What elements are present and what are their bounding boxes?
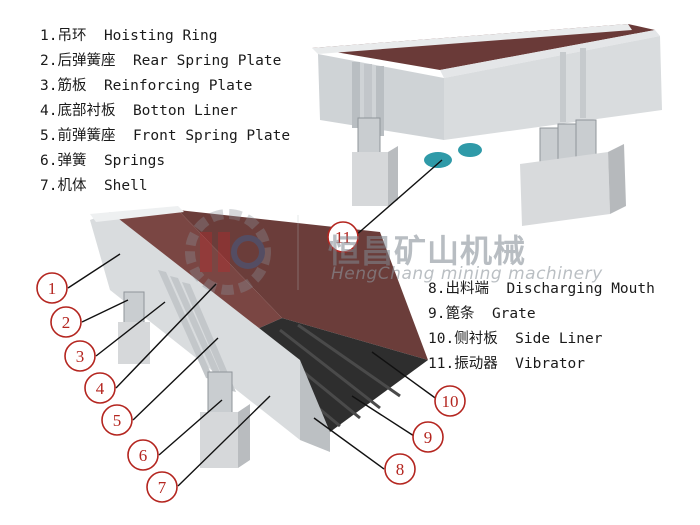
watermark-en: HengChang mining machinery (331, 264, 603, 284)
part-item-1: 1.吊环 Hoisting Ring (40, 28, 218, 44)
callout-9: 9 (412, 421, 444, 453)
svg-text:5: 5 (113, 411, 122, 430)
part-item-10: 10.侧衬板 Side Liner (428, 331, 603, 347)
part-item-7: 7.机体 Shell (40, 178, 148, 194)
part-item-2: 2.后弹簧座 Rear Spring Plate (40, 53, 282, 69)
callout-1: 1 (36, 272, 68, 304)
callout-2: 2 (50, 306, 82, 338)
callout-11: 11 (327, 221, 359, 253)
svg-text:11: 11 (335, 228, 351, 247)
part-item-8: 8.出料端 Discharging Mouth (428, 281, 655, 297)
watermark-cn: 恒昌矿山机械 (328, 232, 527, 270)
callout-4: 4 (84, 372, 116, 404)
callout-3: 3 (64, 340, 96, 372)
svg-text:1: 1 (48, 279, 57, 298)
svg-text:4: 4 (96, 379, 105, 398)
part-item-3: 3.筋板 Reinforcing Plate (40, 78, 253, 94)
part-item-5: 5.前弹簧座 Front Spring Plate (40, 128, 291, 144)
svg-text:2: 2 (62, 313, 71, 332)
callout-10: 10 (434, 385, 466, 417)
svg-text:8: 8 (396, 460, 405, 479)
part-item-6: 6.弹簧 Springs (40, 153, 166, 169)
svg-text:3: 3 (76, 347, 85, 366)
callout-circles: 1 2 3 4 5 6 7 (36, 221, 466, 503)
leader-lines (67, 159, 443, 487)
svg-text:10: 10 (442, 392, 459, 411)
svg-text:6: 6 (139, 446, 148, 465)
part-item-11: 11.振动器 Vibrator (428, 356, 586, 372)
watermark-logo (185, 209, 299, 295)
callout-8: 8 (384, 453, 416, 485)
svg-text:7: 7 (158, 478, 167, 497)
part-item-9: 9.篦条 Grate (428, 306, 536, 322)
svg-text:9: 9 (424, 428, 433, 447)
callout-6: 6 (127, 439, 159, 471)
upper-machine (312, 24, 662, 226)
lower-machine (90, 206, 428, 468)
callout-7: 7 (146, 471, 178, 503)
callout-5: 5 (101, 404, 133, 436)
part-item-4: 4.底部衬板 Botton Liner (40, 103, 238, 119)
